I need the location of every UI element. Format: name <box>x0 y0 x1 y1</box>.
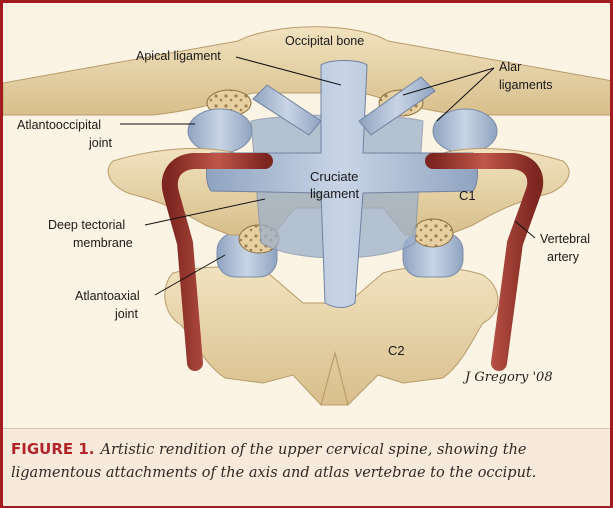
figure-number: FIGURE 1. <box>11 440 95 458</box>
atlantooccipital-joint-left <box>187 108 253 154</box>
leader-alar-2 <box>436 67 495 122</box>
label-vertebral-1: Vertebral <box>540 232 590 246</box>
label-alar-1: Alar <box>499 60 521 74</box>
label-atlantoaxial-2: joint <box>114 307 138 321</box>
label-alar-2: ligaments <box>499 78 553 92</box>
leader-deep-tectorial <box>144 198 266 226</box>
label-occipital-bone: Occipital bone <box>285 34 364 48</box>
figure-caption: FIGURE 1.Artistic rendition of the upper… <box>3 428 610 506</box>
leader-lines <box>120 56 536 296</box>
label-c2: C2 <box>388 343 405 358</box>
label-atlantooccipital-1: Atlantooccipital <box>17 118 101 132</box>
label-deep-tectorial-2: membrane <box>73 236 133 250</box>
caption-text-block: FIGURE 1.Artistic rendition of the upper… <box>11 438 601 485</box>
cruciate-ligament <box>206 60 478 308</box>
label-c1: C1 <box>459 188 476 203</box>
label-vertebral-2: artery <box>547 250 580 264</box>
caption-description: Artistic rendition of the upper cervical… <box>11 442 537 481</box>
vertebral-artery-right <box>425 153 544 371</box>
artist-signature: J Gregory '08 <box>462 370 553 385</box>
leader-apical <box>235 56 342 86</box>
vertebral-artery-left <box>161 153 273 371</box>
label-apical-ligament: Apical ligament <box>136 49 221 63</box>
c2-spinous-notch <box>320 350 349 406</box>
leader-atlantoaxial <box>154 254 226 296</box>
label-cruciate-1: Cruciate <box>310 169 358 184</box>
label-atlantoaxial-1: Atlantoaxial <box>75 289 140 303</box>
spine-illustration: Apical ligament Occipital bone Alar liga… <box>3 3 610 428</box>
c1-lateral-mass-right-spongy <box>412 218 454 248</box>
label-deep-tectorial-1: Deep tectorial <box>48 218 125 232</box>
alar-ligament-left <box>252 84 322 136</box>
leader-vertebral <box>514 220 536 239</box>
leader-alar-1 <box>402 67 495 96</box>
label-atlantooccipital-2: joint <box>88 136 112 150</box>
label-cruciate-2: ligament <box>310 186 360 201</box>
